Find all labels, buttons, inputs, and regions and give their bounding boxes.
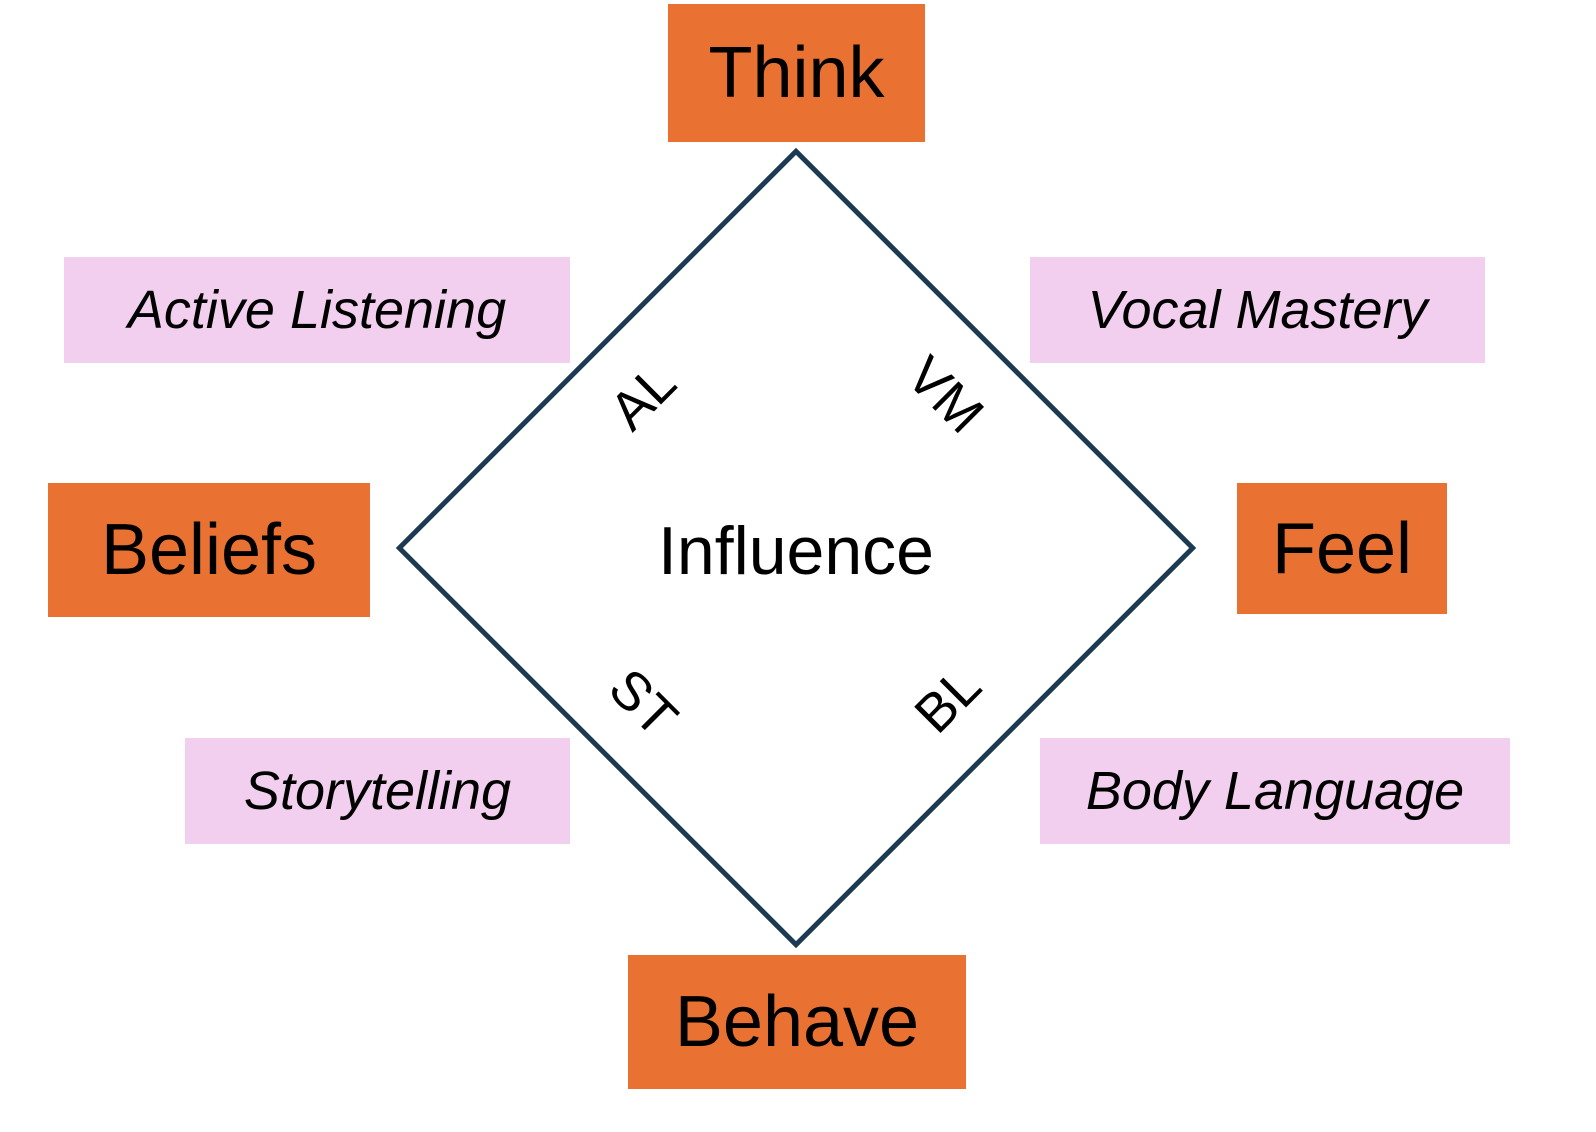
skill-label-active-listening: Active Listening [64, 257, 570, 363]
center-label: Influence [658, 513, 934, 589]
node-think: Think [668, 4, 925, 142]
skill-label-storytelling: Storytelling [185, 738, 570, 844]
node-behave: Behave [628, 955, 966, 1089]
skill-label-body-language: Body Language [1040, 738, 1510, 844]
node-beliefs: Beliefs [48, 483, 370, 617]
skill-label-vocal-mastery: Vocal Mastery [1030, 257, 1485, 363]
node-feel: Feel [1237, 483, 1447, 614]
